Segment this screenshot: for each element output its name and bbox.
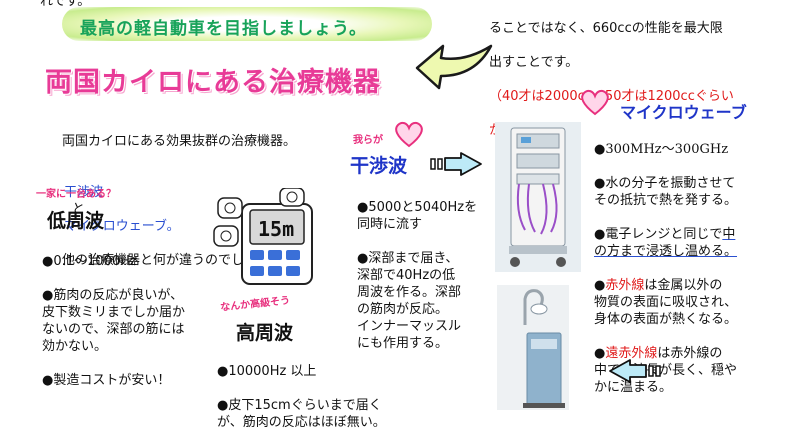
curved-arrow-icon [415,44,493,90]
right-top-line: 出すことです。 [489,55,579,70]
low-freq-list: ●0.1～1000Hz ●筋肉の反応が良いが、 皮下数ミリまでしか届か ないので… [42,236,242,406]
interference-item: ●深部まで届き、 深部で40Hzの低 周波を作る。深部 の筋肉が反応。 インナー… [357,251,462,351]
page-title: 両国カイロにある治療機器 [45,67,381,98]
low-freq-item: ●筋肉の反応が良いが、 皮下数ミリまでしか届か ないので、深部の筋には 効かない… [42,288,186,354]
intro-line: 両国カイロにある効果抜群の治療機器。 [62,134,297,149]
low-freq-item: ●0.1～1000Hz [42,254,137,269]
intro-to: と [72,202,86,217]
microwave-item: ●水の分子を振動させて その抵抗で熱を発する。 [594,176,738,208]
right-top-note: （40才は2000cc、50才は1200ccぐらい [489,89,734,104]
slogan-banner [62,7,432,41]
arrow-right-icon [430,152,482,176]
right-top-line: ることではなく、660ccの性能を最大限 [489,21,723,36]
device-display-text: 15m [258,217,294,241]
slogan-text: 最高の軽自動車を目指しましょう。 [80,19,367,39]
low-freq-tag: 一家に一台ある？ [36,189,116,200]
intro-micro: マイクロウェーブ。 [64,219,180,234]
microwave-item: ●赤外線は金属以外の 物質の表面に吸収され、 身体の表面が熱くなる。 [594,278,738,327]
arrow-left-icon [609,359,661,383]
interference-title: 干渉波 [350,155,408,177]
intro-line: 他の治療機器と何が違うのでしょう。 [62,253,283,268]
intro-kansho: 干渉波 [64,185,104,200]
cut-off-text: れです。 [40,0,91,9]
interference-list: ●5000と5040Hzを 同時に流す ●深部まで届き、 深部で40Hzの低 周… [357,182,492,369]
low-frequency-device-icon: 15m [213,188,313,285]
low-freq-item: ●製造コストが安い！ [42,373,171,388]
microwave-item: ●300MHz～300GHz [594,142,729,157]
low-freq-title: 低周波 [47,210,105,232]
interference-machine-photo [495,122,581,272]
microwave-item: ●電子レンジと同じで中 の方まで浸透し温める。 [594,227,738,259]
microwave-list: ●300MHz～300GHz ●水の分子を振動させて その抵抗で熱を発する。 ●… [594,124,784,413]
high-freq-title: 高周波 [236,322,294,344]
microwave-machine-photo [497,285,569,410]
interference-tag: 我らが [353,135,383,146]
microwave-title: マイクロウェーブ [620,103,747,122]
high-freq-item: ●10000Hz 以上 [217,364,317,379]
intro-text: 両国カイロにある効果抜群の治療機器。 干渉波 と マイクロウェーブ。 他の治療機… [62,116,296,286]
heart-icon [581,89,609,116]
heart-icon [395,121,423,148]
interference-item: ●5000と5040Hzを 同時に流す [357,200,478,232]
